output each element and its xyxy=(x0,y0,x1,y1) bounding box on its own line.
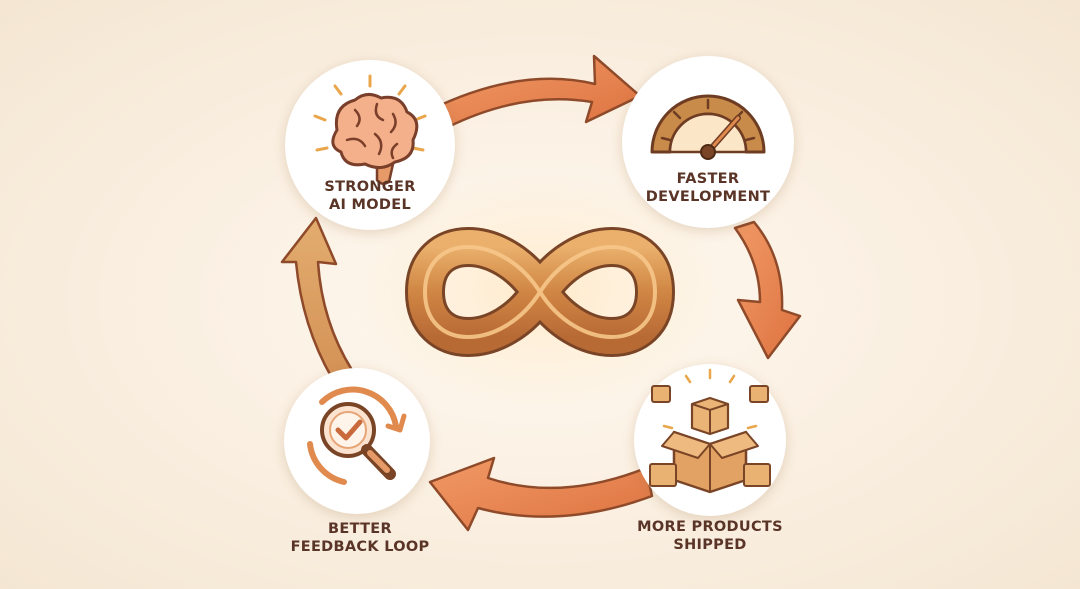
brain-icon xyxy=(313,74,427,185)
node-stronger-ai-model: STRONGER AI MODEL xyxy=(285,60,455,230)
label-more-products-shipped: MORE PRODUCTS SHIPPED xyxy=(600,518,820,554)
node-more-products-shipped xyxy=(634,364,786,516)
label-stronger-ai-model: STRONGER AI MODEL xyxy=(285,178,455,214)
label-line-2: FEEDBACK LOOP xyxy=(290,539,430,555)
label-faster-development: FASTER DEVELOPMENT xyxy=(622,170,794,206)
node-better-feedback-loop xyxy=(284,368,430,514)
label-line-1: FASTER xyxy=(676,171,740,187)
label-line-2: DEVELOPMENT xyxy=(645,189,771,205)
label-better-feedback-loop: BETTER FEEDBACK LOOP xyxy=(250,520,470,556)
label-line-1: STRONGER xyxy=(324,179,416,195)
label-line-2: SHIPPED xyxy=(673,537,747,553)
node-faster-development: FASTER DEVELOPMENT xyxy=(622,56,794,228)
arrow-model-to-development xyxy=(428,54,642,132)
boxes-icon xyxy=(649,368,771,494)
speedometer-icon xyxy=(650,94,766,160)
label-line-2: AI MODEL xyxy=(328,197,411,213)
label-line-1: MORE PRODUCTS xyxy=(637,519,783,535)
arrow-products-to-feedback xyxy=(428,456,654,532)
magnifier-check-icon xyxy=(307,386,407,485)
infinity-icon xyxy=(405,227,675,357)
label-line-1: BETTER xyxy=(328,521,392,537)
arrow-feedback-to-model xyxy=(280,216,354,380)
arrow-development-to-products xyxy=(733,220,802,360)
